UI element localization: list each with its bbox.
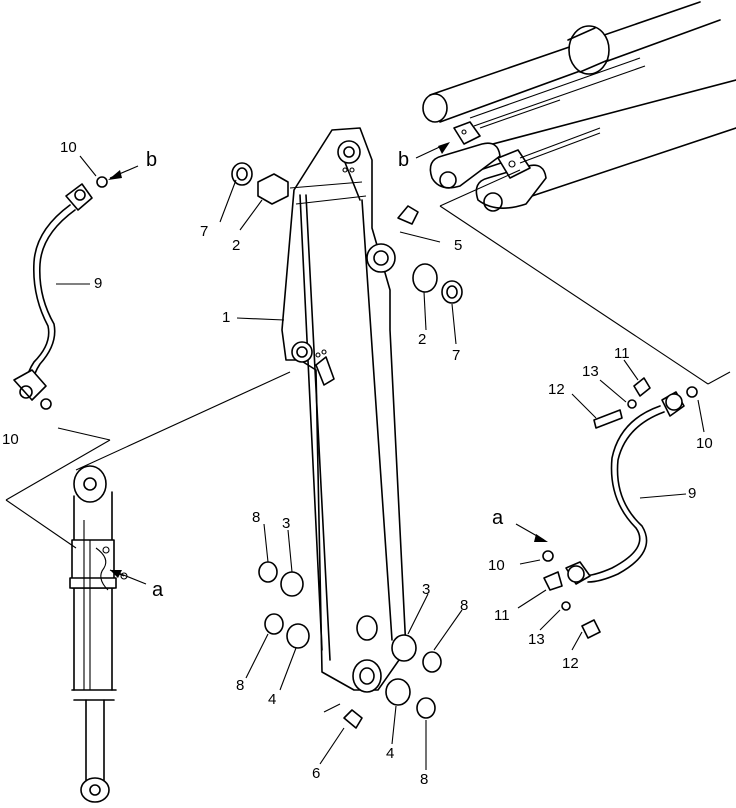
part-labels: 10 b b 7 2 5 9 1 2 7 11 13 12 10 10 9 a …: [2, 139, 713, 788]
leader-lines: [5, 155, 731, 770]
label-3-right: 3: [422, 581, 430, 598]
label-7-right: 7: [452, 347, 460, 364]
label-7-top: 7: [200, 223, 208, 240]
arrows: [108, 142, 548, 585]
label-3-left: 3: [282, 515, 290, 532]
label-8-right-top: 8: [460, 597, 468, 614]
label-8-left-bottom: 8: [236, 677, 244, 694]
label-10-right: 10: [488, 557, 505, 574]
arm-body: [281, 127, 407, 693]
label-10-top-left: 10: [60, 139, 77, 156]
label-b-right: b: [398, 149, 409, 171]
label-6: 6: [312, 765, 320, 782]
label-8-right-bottom: 8: [420, 771, 428, 788]
boom-assembly: [422, 1, 736, 212]
label-9-left: 9: [94, 275, 102, 292]
hose-left: [13, 176, 108, 410]
label-8-left-top: 8: [252, 509, 260, 526]
label-a-left: a: [152, 579, 164, 601]
label-1: 1: [222, 309, 230, 326]
label-9-right: 9: [688, 485, 696, 502]
label-a-right: a: [492, 507, 504, 529]
label-4-right: 4: [386, 745, 394, 762]
label-13-top: 13: [582, 363, 599, 380]
bucket-cylinder: [69, 465, 128, 803]
hose-right: [542, 386, 698, 585]
label-10-left: 10: [2, 431, 19, 448]
label-13-bottom: 13: [528, 631, 545, 648]
label-b-left: b: [146, 149, 157, 171]
label-5: 5: [454, 237, 462, 254]
label-11-bottom: 11: [494, 607, 510, 624]
label-11-top: 11: [614, 345, 630, 362]
label-10-right-top: 10: [696, 435, 713, 452]
label-12-top: 12: [548, 381, 565, 398]
fittings: [343, 205, 651, 729]
label-12-bottom: 12: [562, 655, 579, 672]
label-4-left: 4: [268, 691, 276, 708]
label-2-top: 2: [232, 237, 240, 254]
label-2-right: 2: [418, 331, 426, 348]
bushings: [231, 162, 463, 719]
